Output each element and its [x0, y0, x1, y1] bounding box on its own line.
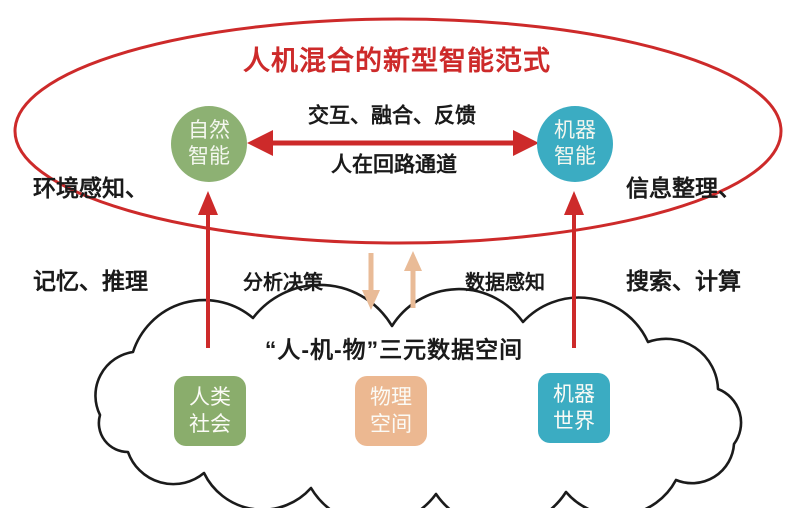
machine-node-line2: 智能 — [554, 145, 596, 168]
natural-intelligence-node: 自然 智能 — [171, 106, 247, 182]
cloud-title: “人-机-物”三元数据空间 — [264, 336, 524, 363]
natural-node-line1: 自然 — [188, 119, 230, 142]
left-capabilities-line2: 记忆、推理 — [33, 268, 148, 294]
interaction-top-label: 交互、融合、反馈 — [308, 104, 476, 128]
right-capabilities: 信息整理、 搜索、计算 — [626, 111, 741, 359]
arrowhead-up-icon — [404, 251, 422, 271]
left-capabilities-line1: 环境感知、 — [33, 175, 148, 201]
machine-world-box: 机器 世界 — [538, 373, 610, 443]
human-society-line2: 社会 — [189, 413, 231, 436]
left-capabilities: 环境感知、 记忆、推理 — [33, 111, 148, 359]
physical-space-line2: 空间 — [370, 413, 412, 436]
tan-up-arrow — [404, 251, 422, 308]
machine-world-line2: 世界 — [553, 410, 595, 433]
arrowhead-up-icon — [564, 191, 584, 215]
machine-node-line1: 机器 — [554, 119, 596, 142]
physical-space-box: 物理 空间 — [355, 376, 427, 446]
interaction-double-arrow — [247, 130, 539, 156]
physical-space-line1: 物理 — [370, 386, 412, 409]
arrowhead-left-icon — [247, 130, 273, 156]
human-society-line1: 人类 — [189, 386, 231, 409]
machine-intelligence-node: 机器 智能 — [537, 106, 613, 182]
tan-down-arrow — [362, 253, 380, 310]
paradigm-ellipse — [13, 17, 783, 245]
arrowhead-right-icon — [513, 130, 539, 156]
right-capabilities-line2: 搜索、计算 — [626, 268, 741, 294]
analysis-flow-label: 分析决策 — [243, 272, 323, 295]
right-capabilities-line1: 信息整理、 — [626, 175, 741, 201]
data-sense-up-arrow — [564, 191, 584, 348]
data-sense-flow-label: 数据感知 — [465, 272, 545, 295]
analysis-up-arrow — [198, 191, 218, 348]
arrowhead-down-icon — [362, 290, 380, 310]
machine-world-line1: 机器 — [553, 383, 595, 406]
natural-node-line2: 智能 — [188, 145, 230, 168]
interaction-bottom-label: 人在回路通道 — [331, 153, 457, 177]
arrowhead-up-icon — [198, 191, 218, 215]
human-society-box: 人类 社会 — [174, 376, 246, 446]
paradigm-title: 人机混合的新型智能范式 — [243, 46, 551, 77]
